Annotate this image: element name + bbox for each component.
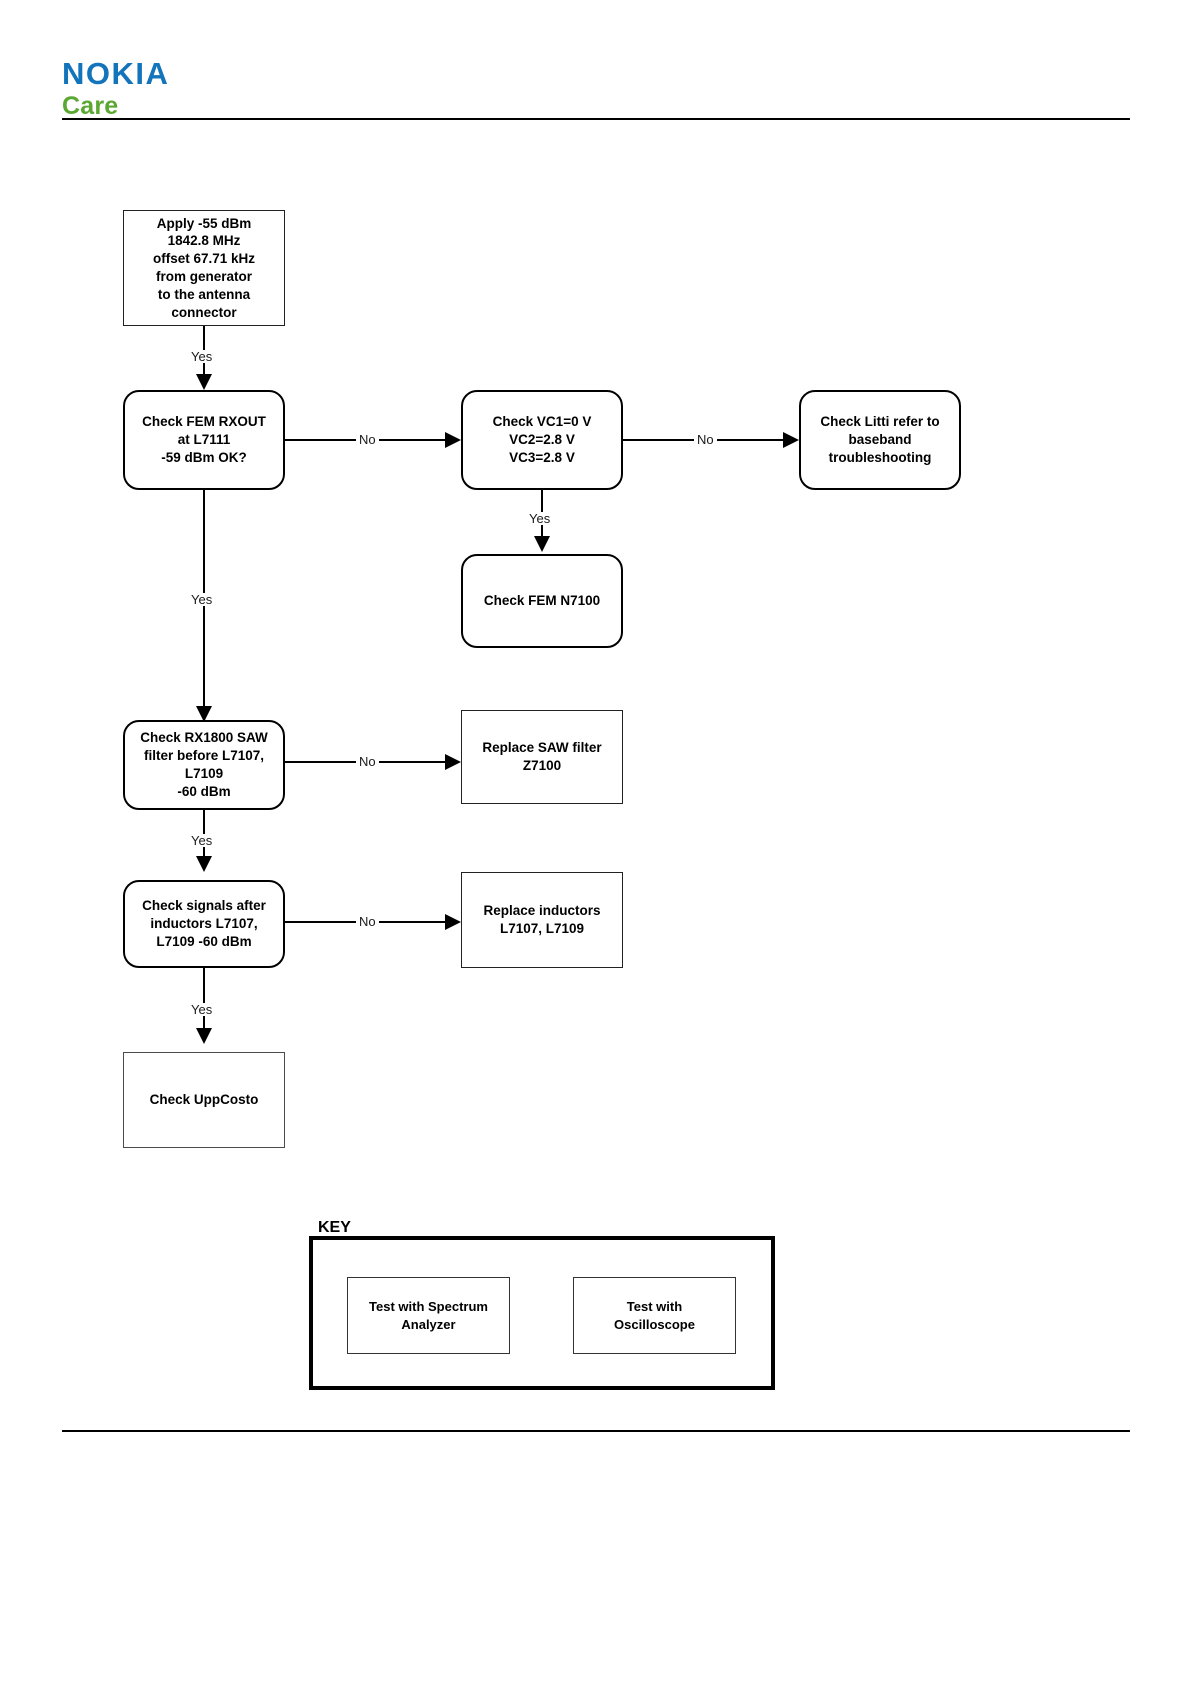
edge-label-signals-to-uppcosto: Yes [188,1003,216,1016]
edge-label-rxout-to-vc: No [356,433,379,446]
arrowhead-apply-to-rxout [196,374,212,390]
edge-label-vc-to-fem: Yes [526,512,554,525]
edge-label-saw-to-replace-saw: No [356,755,379,768]
node-check-uppcosto: Check UppCosto [123,1052,285,1148]
node-check-fem-n7100: Check FEM N7100 [461,554,623,648]
node-replace-saw-filter: Replace SAW filter Z7100 [461,710,623,804]
edge-label-apply-to-rxout: Yes [188,350,216,363]
arrowhead-saw-to-replace-saw [445,754,461,770]
edge-label-vc-to-litti: No [694,433,717,446]
edge-label-rxout-to-saw: Yes [188,593,216,606]
arrowhead-rxout-to-vc [445,432,461,448]
node-replace-inductors: Replace inductors L7107, L7109 [461,872,623,968]
node-check-fem-rxout: Check FEM RXOUT at L7111 -59 dBm OK? [123,390,285,490]
edge-label-signals-to-replace-inductors: No [356,915,379,928]
nokia-care-logo: NOKIA Care [62,56,362,120]
key-item-spectrum-analyzer: Test with Spectrum Analyzer [347,1277,510,1354]
edge-label-saw-to-signals: Yes [188,834,216,847]
connector-signals-to-uppcosto [203,968,205,1036]
care-wordmark: Care [62,91,119,120]
arrowhead-signals-to-uppcosto [196,1028,212,1044]
key-title: KEY [318,1219,351,1236]
arrowhead-saw-to-signals [196,856,212,872]
key-item-oscilloscope: Test with Oscilloscope [573,1277,736,1354]
nokia-wordmark: NOKIA [62,56,170,91]
node-check-vc: Check VC1=0 V VC2=2.8 V VC3=2.8 V [461,390,623,490]
arrowhead-signals-to-replace-inductors [445,914,461,930]
footer-divider [62,1430,1130,1432]
arrowhead-rxout-to-saw [196,706,212,722]
node-check-litti: Check Litti refer to baseband troublesho… [799,390,961,490]
node-check-saw-filter: Check RX1800 SAW filter before L7107, L7… [123,720,285,810]
arrowhead-vc-to-fem [534,536,550,552]
node-check-signals-inductors: Check signals after inductors L7107, L71… [123,880,285,968]
arrowhead-vc-to-litti [783,432,799,448]
node-apply-signal: Apply -55 dBm 1842.8 MHz offset 67.71 kH… [123,210,285,326]
header-divider [62,118,1130,120]
